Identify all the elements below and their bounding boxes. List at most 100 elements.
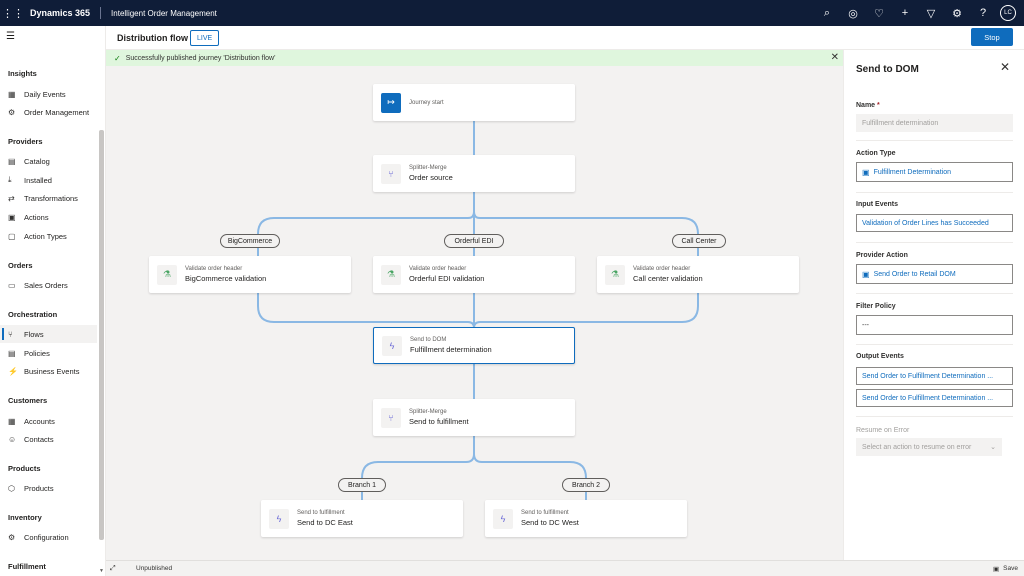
sidebar-item-label: Business Events <box>24 366 80 376</box>
save-icon: ▣ <box>993 565 1000 573</box>
branch-label-branch-2[interactable]: Branch 2 <box>562 478 610 492</box>
sidebar-item-label: Order Management <box>24 107 90 117</box>
node-subtitle: Send to DOM <box>410 337 447 343</box>
close-icon[interactable]: ✕ <box>830 52 839 63</box>
connector <box>473 192 699 256</box>
branch-label-branch-1[interactable]: Branch 1 <box>338 478 386 492</box>
gear-icon[interactable]: ⚙ <box>952 7 962 20</box>
call-center-validation-node[interactable]: ⚗ Validate order header Call center vali… <box>597 256 799 293</box>
divider <box>856 192 1013 193</box>
stop-button[interactable]: Stop <box>971 28 1013 46</box>
send-to-dc-east-node[interactable]: ϟ Send to fulfillment Send to DC East <box>261 500 463 537</box>
resume-placeholder: Select an action to resume on error <box>862 443 972 451</box>
app-launcher-icon[interactable]: ⋮⋮ <box>2 7 24 20</box>
branch-label-orderful-edi[interactable]: Orderful EDI <box>444 234 504 248</box>
output-event-1[interactable]: Send Order to Fulfillment Determination … <box>856 367 1013 385</box>
download-icon: ⤓ <box>8 175 12 184</box>
app-name[interactable]: Intelligent Order Management <box>111 8 217 18</box>
action-type-field[interactable]: ▣Fulfillment Determination <box>856 162 1013 182</box>
name-label: Name * <box>856 102 880 109</box>
sidebar-item-catalog[interactable]: ▤Catalog <box>0 152 97 170</box>
sidebar-item-policies[interactable]: ▤Policies <box>0 344 97 362</box>
output-event-2[interactable]: Send Order to Fulfillment Determination … <box>856 389 1013 407</box>
branch-label-bigcommerce[interactable]: BigCommerce <box>220 234 280 248</box>
sidebar-scrollbar[interactable] <box>99 130 104 540</box>
input-events-field[interactable]: Validation of Order Lines has Succeeded <box>856 214 1013 232</box>
sidebar-item-order-management[interactable]: ⚙Order Management <box>0 103 97 121</box>
node-subtitle: Validate order header <box>185 266 243 272</box>
bigcommerce-validation-node[interactable]: ⚗ Validate order header BigCommerce vali… <box>149 256 351 293</box>
sidebar-item-label: Configuration <box>24 532 69 542</box>
order-source-node[interactable]: ⑂ Splitter-Merge Order source <box>373 155 575 192</box>
policy-icon: ▤ <box>8 348 16 358</box>
send-to-dc-west-node[interactable]: ϟ Send to fulfillment Send to DC West <box>485 500 687 537</box>
hamburger-menu-icon[interactable]: ☰ <box>6 31 15 42</box>
sidebar-item-actions[interactable]: ▣Actions <box>0 208 97 226</box>
sidebar-item-installed[interactable]: ⤓Installed <box>0 171 97 189</box>
sidebar-item-label: Daily Events <box>24 89 66 99</box>
connector <box>473 436 587 500</box>
brand-name[interactable]: Dynamics 365 <box>30 8 91 18</box>
document-icon: ▭ <box>8 280 16 290</box>
sidebar-item-label: Accounts <box>24 416 55 426</box>
output-events-label: Output Events <box>856 353 904 360</box>
node-title: Call center validation <box>633 274 703 283</box>
filter-policy-field[interactable]: --- <box>856 315 1013 335</box>
sidebar-item-action-types[interactable]: ▢Action Types <box>0 227 97 245</box>
flow-canvas[interactable]: ↦ Journey start ⑂ Splitter-Merge Order s… <box>106 66 843 560</box>
help-icon[interactable]: ? <box>979 7 987 19</box>
sidebar-item-flows[interactable]: ⑂Flows <box>0 325 97 343</box>
orderful-edi-validation-node[interactable]: ⚗ Validate order header Orderful EDI val… <box>373 256 575 293</box>
flask-icon: ⚗ <box>157 264 177 285</box>
node-title: Send to DC West <box>521 518 579 527</box>
panel-title: Send to DOM <box>856 64 919 75</box>
events-icon: ⚡ <box>8 366 18 376</box>
node-title: Send to DC East <box>297 518 353 527</box>
node-subtitle: Splitter-Merge <box>409 165 447 171</box>
sidebar-item-products[interactable]: ⬡Products <box>0 479 97 497</box>
success-banner: ✓ Successfully published journey 'Distri… <box>106 50 843 66</box>
name-field[interactable]: Fulfillment determination <box>856 114 1013 132</box>
branch-label-call-center[interactable]: Call Center <box>672 234 726 248</box>
fulfillment-determination-node[interactable]: ϟ Send to DOM Fulfillment determination <box>373 327 575 364</box>
divider <box>856 242 1013 243</box>
search-icon[interactable]: ⌕ <box>823 6 831 19</box>
splitter-merge-icon: ⑂ <box>381 407 401 428</box>
plus-icon[interactable]: + <box>901 7 909 19</box>
lightning-icon: ϟ <box>493 508 513 529</box>
expand-icon[interactable]: ⤢ <box>110 564 116 572</box>
sidebar-item-sales-orders[interactable]: ▭ Sales Orders <box>0 276 97 294</box>
node-title: Orderful EDI validation <box>409 274 485 283</box>
filter-policy-label: Filter Policy <box>856 303 896 310</box>
avatar[interactable]: LC <box>1000 5 1016 21</box>
accounts-icon: ▦ <box>8 416 16 426</box>
task-icon[interactable]: ◎ <box>848 7 858 20</box>
provider-action-value: Send Order to Retail DOM <box>873 270 956 278</box>
connector <box>257 192 475 256</box>
filter-icon[interactable]: ▽ <box>926 7 936 20</box>
provider-action-field[interactable]: ▣Send Order to Retail DOM <box>856 264 1013 284</box>
sidebar-item-accounts[interactable]: ▦ Accounts <box>0 412 97 430</box>
sidebar-item-daily-events[interactable]: ▦Daily Events <box>0 85 97 103</box>
lightbulb-icon[interactable]: ♡ <box>874 7 884 20</box>
scroll-down-icon[interactable]: ▼ <box>99 568 104 574</box>
checkmark-icon: ✓ <box>114 53 121 63</box>
banner-message: Successfully published journey 'Distribu… <box>125 54 276 62</box>
sidebar-group-insights: Insights <box>8 69 37 78</box>
sidebar-item-label: Contacts <box>24 434 54 444</box>
sidebar-item-label: Sales Orders <box>24 280 68 290</box>
sidebar-group-orchestration: Orchestration <box>8 310 58 319</box>
sidebar-item-business-events[interactable]: ⚡ Business Events <box>0 362 97 380</box>
sidebar-item-transformations[interactable]: ⇄Transformations <box>0 189 97 207</box>
node-title: Fulfillment determination <box>410 345 492 354</box>
name-label-text: Name <box>856 102 876 109</box>
send-to-fulfillment-node[interactable]: ⑂ Splitter-Merge Send to fulfillment <box>373 399 575 436</box>
properties-panel: Send to DOM ✕ Name * Fulfillment determi… <box>843 50 1024 560</box>
resume-on-error-select[interactable]: Select an action to resume on error⌄ <box>856 438 1002 456</box>
save-button[interactable]: ▣ Save <box>993 565 1018 573</box>
sidebar-item-contacts[interactable]: ☺Contacts <box>0 430 97 448</box>
sidebar-item-configuration[interactable]: ⚙Configuration <box>0 528 97 546</box>
required-marker: * <box>877 102 880 109</box>
journey-start-node[interactable]: ↦ Journey start <box>373 84 575 121</box>
close-icon[interactable]: ✕ <box>999 60 1010 74</box>
